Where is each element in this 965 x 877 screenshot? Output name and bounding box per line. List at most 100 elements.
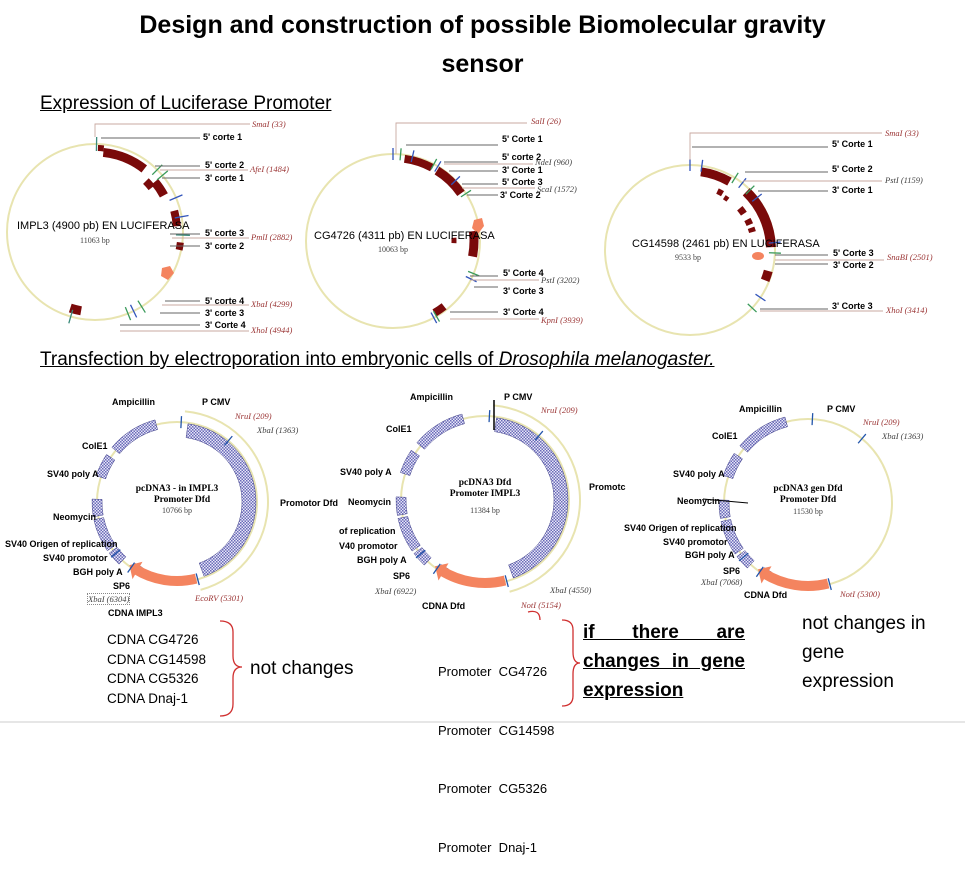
cut-label: 3' Corte 2 — [833, 260, 874, 270]
gene-result: not changes in gene expression — [802, 609, 927, 696]
cdna-item: CDNA CG4726 — [107, 630, 206, 650]
feature-label: Neomycin — [677, 496, 720, 506]
insert-block — [748, 227, 756, 233]
feature-label: of replication — [339, 526, 396, 536]
insert-block — [103, 148, 147, 173]
ampicillin-feature — [112, 420, 158, 454]
plasmid-size: 10063 bp — [378, 245, 408, 254]
feature-label: ColE1 — [712, 431, 738, 441]
feature-label: SV40 poly A — [673, 469, 725, 479]
cdna-result: not changes — [250, 654, 354, 683]
cut-site-marker — [138, 301, 145, 313]
promoter-result: if there are changes in gene expression — [583, 618, 745, 705]
luciferase-icon — [161, 266, 174, 280]
cdna-list: CDNA CG4726 CDNA CG14598 CDNA CG5326 CDN… — [107, 630, 206, 708]
feature-label: SV40 poly A — [340, 467, 392, 477]
sv40-polya-feature — [719, 500, 730, 519]
cut-site-marker — [755, 294, 765, 301]
enzyme-site: NruI (209) — [863, 417, 900, 427]
restriction-site-marker — [489, 410, 490, 422]
cole1-feature — [400, 450, 419, 475]
feature-label: Ampicillin — [739, 404, 782, 414]
cut-label: 3' Corte 4 — [503, 307, 544, 317]
enzyme-site: PstI (3202) — [541, 275, 579, 285]
enzyme-site: NruI (209) — [235, 411, 272, 421]
plasmid-name: CG4726 (4311 pb) EN LUCIFERASA — [314, 230, 495, 242]
plasmid-size: 9533 bp — [675, 253, 701, 262]
insert-block — [69, 304, 82, 315]
feature-label: ColE1 — [82, 441, 108, 451]
slide-title-line1: Design and construction of possible Biom… — [0, 8, 965, 42]
feature-label: BGH poly A — [685, 550, 735, 560]
enzyme-site: NruI (209) — [541, 405, 578, 415]
enzyme-site: AfeI (1484) — [250, 164, 289, 174]
cole1-feature — [723, 453, 742, 478]
enzyme-site: XhoI (4944) — [251, 325, 292, 335]
ampicillin-feature — [740, 417, 788, 452]
brace-cdna — [220, 621, 242, 716]
plasmid-size: 11063 bp — [80, 236, 110, 245]
feature-label: SV40 Origen of replication — [5, 539, 118, 549]
feature-label: Neomycin — [53, 512, 96, 522]
insert-block — [716, 188, 724, 196]
section-heading-transfection: Transfection by electroporation into emb… — [40, 349, 715, 371]
enzyme-site: XbaI (6304) — [88, 594, 129, 604]
enzyme-site: SnaBI (2501) — [887, 252, 933, 262]
feature-label: V40 promotor — [339, 541, 398, 551]
slide-title-line2: sensor — [0, 47, 965, 81]
brace-tail — [528, 611, 540, 620]
cut-label: 3' Corte 3 — [503, 286, 544, 296]
plasmid-name: pcDNA3 gen Dfd — [748, 484, 868, 495]
cut-label: 5' Corte 1 — [832, 139, 873, 149]
cut-label: 5' corte 1 — [203, 132, 242, 142]
insert-block — [151, 179, 168, 198]
brace-promoter — [562, 620, 580, 706]
enzyme-site: SmaI (33) — [885, 128, 919, 138]
insert-block — [723, 195, 729, 202]
insert-block — [98, 145, 104, 151]
enzyme-site: XbaI (6922) — [375, 586, 416, 596]
plasmid-name: Promoter Dfd — [122, 495, 242, 506]
promoter-item: Promoter CG4726 — [438, 662, 554, 682]
cdna-arrow — [438, 566, 506, 588]
enzyme-site: EcoRV (5301) — [195, 593, 243, 603]
feature-label: SP6 — [113, 581, 130, 591]
species-name: Drosophila melanogaster. — [499, 349, 715, 370]
enzyme-site: XbaI (4550) — [550, 585, 591, 595]
feature-label: Neomycin — [348, 497, 391, 507]
feature-label: SV40 Origen of replication — [624, 523, 737, 533]
feature-label: Promotc — [589, 482, 626, 492]
plasmid-name: IMPL3 (4900 pb) EN LUCIFERASA — [17, 220, 189, 232]
heading-text: Transfection by electroporation into emb… — [40, 349, 499, 370]
neomycin-feature — [398, 516, 420, 551]
section-heading-expression: Expression of Luciferase Promoter — [40, 93, 331, 115]
plasmid-size: 11530 bp — [748, 507, 868, 516]
enzyme-site: XbaI (1363) — [257, 425, 298, 435]
enzyme-site: ScaI (1572) — [537, 184, 577, 194]
cdna-item: CDNA CG14598 — [107, 650, 206, 670]
enzyme-site: XbaI (7068) — [701, 577, 742, 587]
feature-label: SP6 — [723, 566, 740, 576]
luciferase-icon — [752, 252, 764, 260]
feature-label: SP6 — [393, 571, 410, 581]
enzyme-site: SmaI (33) — [252, 119, 286, 129]
cut-label: 5' corte 4 — [205, 296, 244, 306]
promoter-list: Promoter CG4726 Promoter CG14598 Promote… — [438, 623, 554, 877]
feature-label: ColE1 — [386, 424, 412, 434]
cut-label: 3' corte 1 — [205, 173, 244, 183]
feature-label: SV40 promotor — [43, 553, 108, 563]
cut-label: 5' Corte 2 — [832, 164, 873, 174]
enzyme-site: KpnI (3939) — [541, 315, 583, 325]
cut-label: 3' corte 2 — [205, 241, 244, 251]
enzyme-site: NotI (5154) — [521, 600, 561, 610]
enzyme-site: NotI (5300) — [840, 589, 880, 599]
insert-block — [433, 303, 447, 316]
feature-label: Ampicillin — [112, 397, 155, 407]
cut-label: 3' Corte 3 — [832, 301, 873, 311]
insert-block — [744, 218, 753, 226]
cdna-arrow — [132, 565, 197, 586]
cut-label: 3' Corte 2 — [500, 190, 541, 200]
promoter-item: Promoter CG14598 — [438, 721, 554, 741]
insert-block — [737, 206, 747, 216]
plasmid-size: 11384 bp — [425, 506, 545, 515]
